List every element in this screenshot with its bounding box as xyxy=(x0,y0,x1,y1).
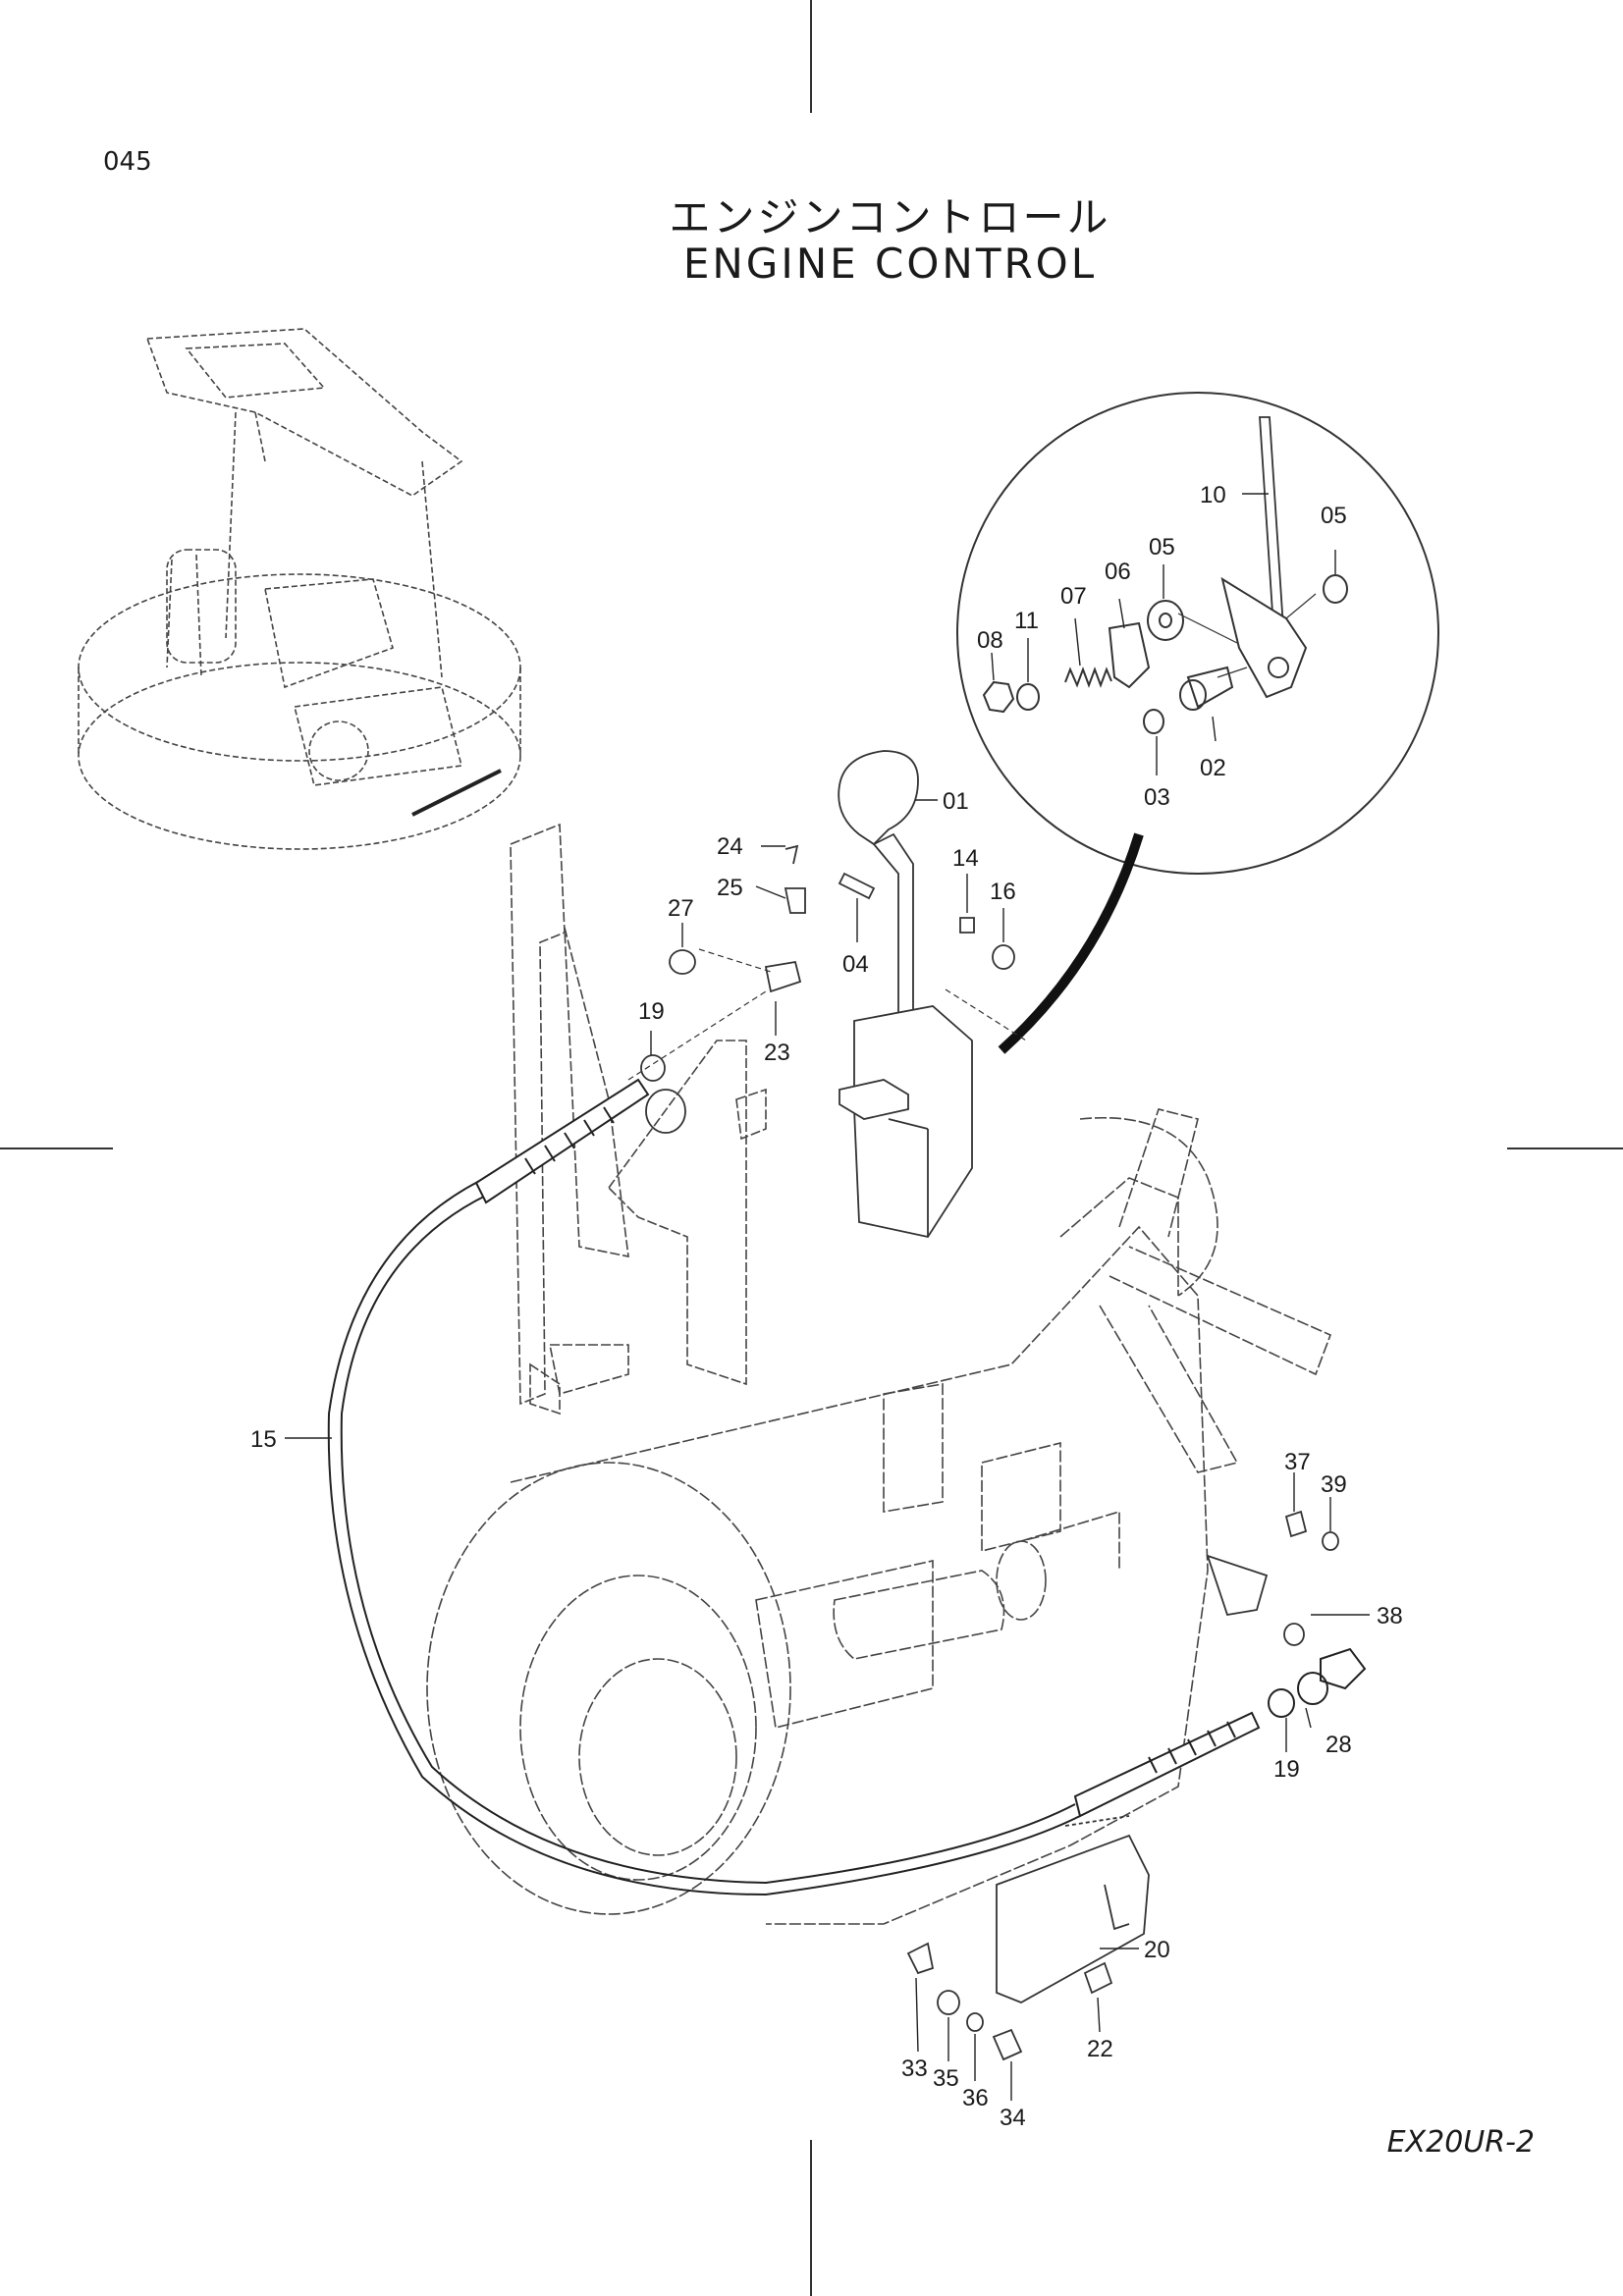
detail-inset xyxy=(956,392,1439,875)
callout-38: 38 xyxy=(1377,1603,1403,1629)
callout-36: 36 xyxy=(962,2085,989,2111)
callout-39: 39 xyxy=(1321,1471,1347,1498)
title-japanese: エンジンコントロール xyxy=(669,193,1111,241)
title-english: ENGINE CONTROL xyxy=(682,240,1098,288)
callout-01: 01 xyxy=(943,788,969,815)
callout-33: 33 xyxy=(901,2056,928,2082)
callout-07: 07 xyxy=(1060,583,1087,610)
callout-35: 35 xyxy=(933,2065,959,2092)
callout-06: 06 xyxy=(1105,559,1131,585)
lower-bracket xyxy=(906,1510,1339,2061)
callout-28: 28 xyxy=(1325,1732,1352,1758)
engine-outline xyxy=(426,1108,1332,1925)
callout-03: 03 xyxy=(1144,784,1170,811)
model-number: EX20UR-2 xyxy=(1386,2125,1535,2160)
callout-05-b: 05 xyxy=(1321,503,1347,529)
callout-leaders xyxy=(285,493,1370,2101)
callout-24: 24 xyxy=(717,833,743,860)
frame-panel xyxy=(510,823,767,1415)
callout-16: 16 xyxy=(990,879,1016,905)
callout-19-a: 19 xyxy=(638,998,665,1025)
callout-25: 25 xyxy=(717,875,743,901)
control-lever-assembly xyxy=(627,750,1027,1239)
callout-04: 04 xyxy=(842,951,869,978)
machine-overview xyxy=(78,328,521,850)
callout-23: 23 xyxy=(764,1040,790,1066)
detail-leader xyxy=(998,832,1144,1054)
callout-11: 11 xyxy=(1014,608,1039,634)
callout-20: 20 xyxy=(1144,1937,1170,1963)
callout-34: 34 xyxy=(1000,2105,1026,2131)
callout-05-a: 05 xyxy=(1149,534,1175,561)
page-number: 045 xyxy=(103,147,152,177)
callout-15: 15 xyxy=(250,1426,277,1453)
callout-37: 37 xyxy=(1284,1449,1311,1475)
callout-22: 22 xyxy=(1087,2036,1113,2062)
callout-08: 08 xyxy=(977,627,1003,654)
callout-10: 10 xyxy=(1200,482,1226,508)
callout-14: 14 xyxy=(952,845,979,872)
callout-27: 27 xyxy=(668,895,694,922)
callout-02: 02 xyxy=(1200,755,1226,781)
callout-19-b: 19 xyxy=(1273,1756,1300,1783)
throttle-cable xyxy=(327,1078,1367,1896)
